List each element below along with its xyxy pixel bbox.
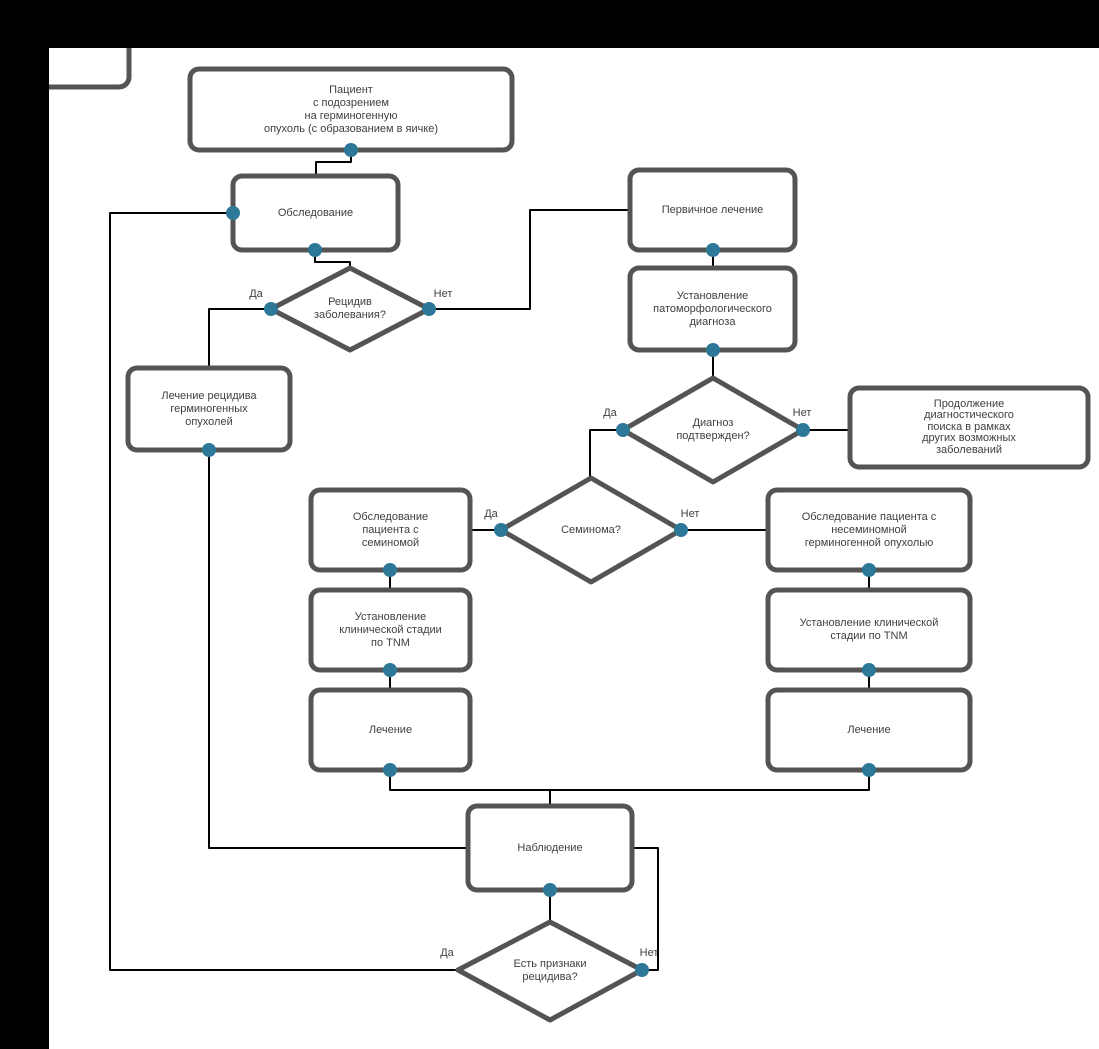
node-relapse-treatment[interactable] (125, 365, 293, 453)
connection-dot (543, 883, 557, 897)
connection-dot (862, 763, 876, 777)
connection-dot (706, 343, 720, 357)
node-nonseminoma-treatment[interactable] (765, 687, 973, 773)
connection-dot (264, 302, 278, 316)
node-pathomorphology[interactable] (627, 265, 798, 353)
connection-dot (422, 302, 436, 316)
edge-diagnosis-yes-to-seminoma-question (589, 429, 624, 479)
node-nonseminoma-tnm[interactable] (765, 587, 973, 673)
connection-dot (308, 243, 322, 257)
node-patient[interactable] (187, 66, 515, 153)
connection-dot (862, 663, 876, 677)
connection-dot (616, 423, 630, 437)
edge-treatments-merge (389, 769, 870, 791)
edge-signs-no-loop-to-observation (631, 847, 659, 971)
node-seminoma-tnm[interactable] (308, 587, 473, 673)
connection-dot (862, 563, 876, 577)
edge-relapse-yes (208, 308, 272, 369)
node-continue-search[interactable] (847, 385, 1091, 470)
top-letterbox-bar (0, 0, 1099, 48)
edge-relapse-treatment-to-observation (208, 449, 469, 849)
node-primary-treatment[interactable] (627, 167, 798, 253)
connection-dot (383, 763, 397, 777)
node-seminoma-exam[interactable] (308, 487, 473, 573)
connection-dot (674, 523, 688, 537)
node-diagnosis-question-diamond[interactable] (620, 375, 806, 485)
connection-dot (344, 143, 358, 157)
connection-dot (494, 523, 508, 537)
connection-dot (383, 663, 397, 677)
node-nonseminoma-exam[interactable] (765, 487, 973, 573)
left-letterbox-bar (0, 0, 49, 1049)
connection-dots (202, 143, 876, 977)
edge-signs-yes-to-examination (109, 212, 459, 971)
connection-dot (226, 206, 240, 220)
node-observation[interactable] (465, 803, 635, 893)
connection-dot (706, 243, 720, 257)
node-examination[interactable] (230, 173, 401, 253)
connection-dot (635, 963, 649, 977)
node-seminoma-question-diamond[interactable] (498, 475, 684, 585)
node-relapse-question-diamond[interactable] (268, 265, 432, 353)
node-seminoma-treatment[interactable] (308, 687, 473, 773)
node-relapse-signs-question-diamond[interactable] (455, 919, 645, 1023)
connection-dot (202, 443, 216, 457)
connection-dot (796, 423, 810, 437)
connection-dot (383, 563, 397, 577)
edge-relapse-no-to-primary-treatment (428, 209, 631, 310)
